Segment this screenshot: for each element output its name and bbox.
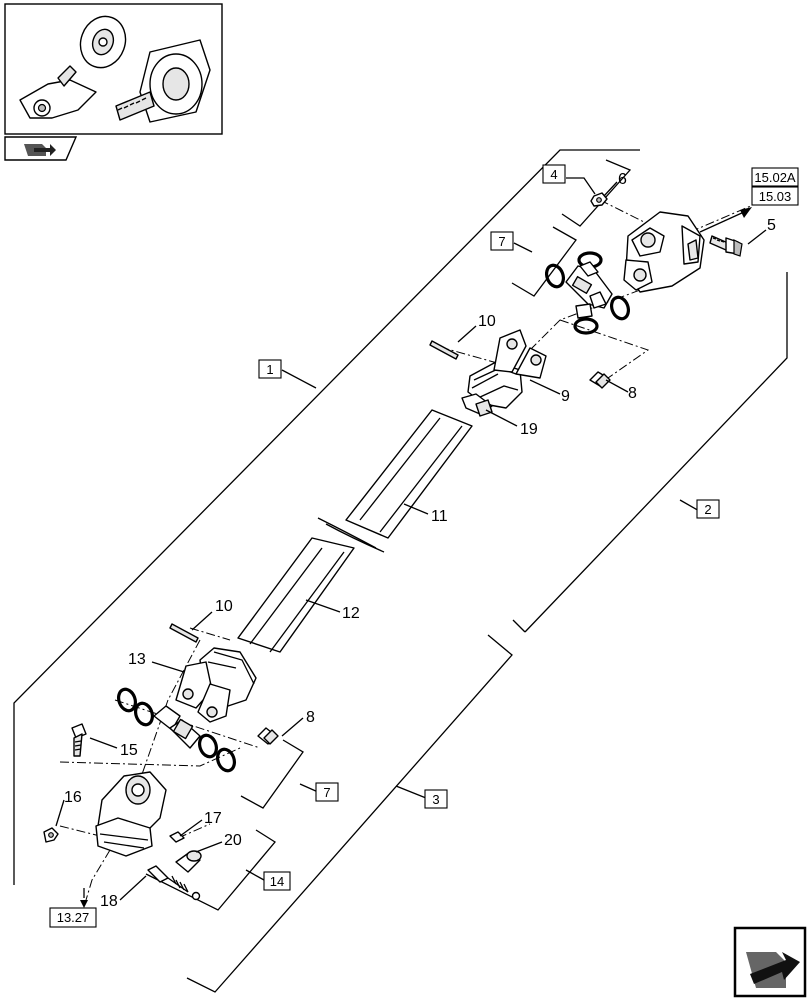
callout-17: 17 <box>204 810 222 827</box>
group-box-4[interactable]: 4 <box>542 164 566 184</box>
prev-page-tab[interactable] <box>4 136 78 161</box>
group-14-label: 14 <box>270 874 284 889</box>
previous-page-arrow-icon <box>24 144 56 156</box>
callout-5: 5 <box>767 217 776 234</box>
shaft-break-mark <box>317 517 385 553</box>
callout-16: 16 <box>64 789 82 806</box>
group-3-label: 3 <box>432 792 439 807</box>
reference-arrow-bottom <box>80 900 88 908</box>
callout-10-lower: 10 <box>215 598 233 615</box>
group-bracket-1 <box>13 149 640 885</box>
group-2-label: 2 <box>704 502 711 517</box>
part-12-inner-tube[interactable] <box>237 537 355 653</box>
group-box-3[interactable]: 3 <box>424 789 448 809</box>
part-10-pin-top[interactable] <box>429 340 459 360</box>
next-page-button[interactable] <box>733 926 807 998</box>
group-1-label: 1 <box>266 362 273 377</box>
callout-8-top: 8 <box>628 385 637 402</box>
callout-12: 12 <box>342 605 360 622</box>
group-box-7-top[interactable]: 7 <box>490 231 514 251</box>
part-9-yoke[interactable] <box>467 329 547 409</box>
part-8-grease-nipple-lower[interactable] <box>257 727 279 745</box>
group-4-label: 4 <box>550 167 557 182</box>
group-bracket-3 <box>186 634 513 993</box>
thumbnail-drawing <box>19 15 211 123</box>
group-box-14[interactable]: 14 <box>263 871 291 891</box>
group-7-top-label: 7 <box>498 234 505 249</box>
callout-11: 11 <box>431 508 448 525</box>
next-page-arrow-icon <box>746 952 800 988</box>
group-bracket-14 <box>145 829 276 911</box>
bottom-yoke-housing[interactable] <box>95 771 167 857</box>
top-yoke[interactable] <box>623 211 705 293</box>
callout-9: 9 <box>561 388 570 405</box>
group-bracket-7-top <box>511 226 577 297</box>
part-10-pin-lower[interactable] <box>169 623 199 643</box>
callout-13: 13 <box>128 651 146 668</box>
callout-18: 18 <box>100 893 118 910</box>
callout-20: 20 <box>224 832 242 849</box>
ref-13-27: 13.27 <box>57 910 90 925</box>
part-19-collar[interactable] <box>461 393 493 417</box>
part-6-nut[interactable] <box>590 192 608 207</box>
ref-15-02a: 15.02A <box>754 170 796 185</box>
part-5-bolt[interactable] <box>709 235 743 257</box>
part-7-cross-kit-bottom[interactable] <box>116 687 238 773</box>
assembly-axis-lines <box>59 199 761 901</box>
part-17-grease-nipple[interactable] <box>169 831 185 843</box>
part-8-grease-nipple-top[interactable] <box>589 371 611 389</box>
part-7-cross-kit-top[interactable] <box>544 251 632 335</box>
part-20-plunger[interactable] <box>175 850 202 873</box>
leader-lines <box>55 177 767 901</box>
part-16-nut[interactable] <box>43 827 59 843</box>
callout-6: 6 <box>618 171 627 188</box>
part-18-pin-spring-set[interactable] <box>147 865 201 901</box>
group-bracket-2 <box>512 272 788 633</box>
part-11-outer-tube[interactable] <box>345 409 473 539</box>
reference-box-top[interactable]: 15.02A 15.03 <box>751 167 799 206</box>
callout-10-top: 10 <box>478 313 496 330</box>
part-15-bolt[interactable] <box>71 723 87 757</box>
callout-15: 15 <box>120 742 138 759</box>
callout-19: 19 <box>520 421 538 438</box>
ref-15-03: 15.03 <box>759 189 792 204</box>
group-box-2[interactable]: 2 <box>696 499 720 519</box>
group-box-7-bottom[interactable]: 7 <box>315 782 339 802</box>
group-bracket-4 <box>561 159 632 227</box>
callout-numbers: 6 5 10 8 9 19 11 12 10 13 8 15 16 17 20 … <box>64 171 776 910</box>
callout-8-lower: 8 <box>306 709 315 726</box>
part-13-yoke[interactable] <box>175 647 257 723</box>
reference-box-bottom[interactable]: 13.27 <box>49 907 97 928</box>
group-7-bottom-label: 7 <box>323 785 330 800</box>
group-bracket-7-bottom <box>240 739 304 809</box>
reference-arrow-top <box>699 207 752 233</box>
thumbnail-panel[interactable] <box>4 3 223 135</box>
group-box-1[interactable]: 1 <box>258 359 282 379</box>
